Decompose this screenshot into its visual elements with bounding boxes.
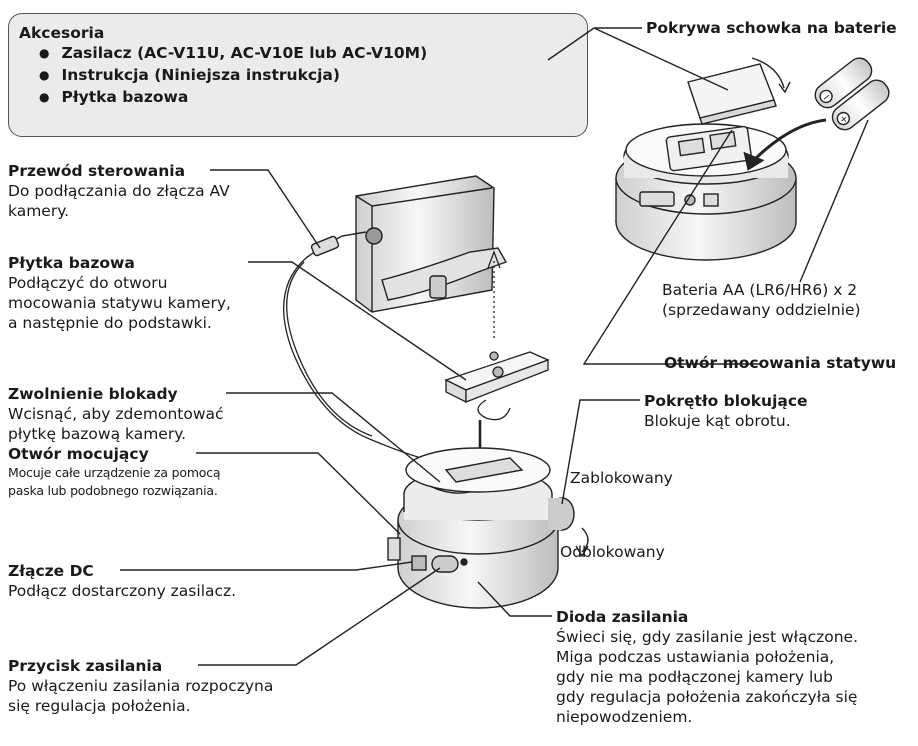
label-power-led-desc-5: niepowodzeniem. bbox=[556, 708, 693, 726]
label-control-cable-desc-2: kamery. bbox=[8, 202, 70, 220]
label-lock-knob: Pokrętło blokujące Blokuje kąt obrotu. bbox=[644, 391, 808, 431]
accessory-item-adapter: Zasilacz (AC-V11U, AC-V10E lub AC-V10M) bbox=[39, 43, 587, 65]
label-power-button: Przycisk zasilania Po włączeniu zasilani… bbox=[8, 656, 273, 716]
label-dc-jack: Złącze DC Podłącz dostarczony zasilacz. bbox=[8, 561, 236, 601]
label-unlocked: Odblokowany bbox=[560, 543, 665, 561]
pan-base-illustration bbox=[387, 447, 589, 609]
label-control-cable-desc-1: Do podłączania do złącza AV bbox=[8, 182, 230, 200]
label-base-plate-desc-3: a następnie do podstawki. bbox=[8, 314, 212, 332]
label-power-button-desc-1: Po włączeniu zasilania rozpoczyna bbox=[8, 677, 274, 695]
label-battery-desc-1: Bateria AA (LR6/HR6) x 2 bbox=[662, 281, 858, 299]
control-cable-illustration bbox=[283, 231, 437, 463]
label-battery-cover-title: Pokrywa schowka na baterie bbox=[646, 19, 897, 37]
accessory-item-base-plate: Płytka bazowa bbox=[39, 87, 587, 109]
label-power-led-title: Dioda zasilania bbox=[556, 608, 689, 626]
label-power-led-desc-4: gdy regulacja położenia zakończyła się bbox=[556, 688, 858, 706]
label-power-led-desc-2: Miga podczas ustawiania położenia, bbox=[556, 648, 835, 666]
label-power-button-title: Przycisk zasilania bbox=[8, 657, 163, 675]
accessories-box: Akcesoria Zasilacz (AC-V11U, AC-V10E lub… bbox=[8, 13, 588, 137]
label-control-cable: Przewód sterowania Do podłączania do złą… bbox=[8, 161, 230, 221]
label-power-led-desc-1: Świeci się, gdy zasilanie jest włączone. bbox=[556, 628, 859, 646]
battery-compartment-illustration: − + bbox=[615, 57, 890, 261]
label-battery-cover: Pokrywa schowka na baterie bbox=[646, 18, 897, 38]
label-battery-desc-2: (sprzedawany oddzielnie) bbox=[662, 301, 861, 319]
label-power-led: Dioda zasilania Świeci się, gdy zasilani… bbox=[556, 607, 858, 727]
label-lock-knob-desc-1: Blokuje kąt obrotu. bbox=[644, 412, 791, 430]
label-base-plate-desc-2: mocowania statywu kamery, bbox=[8, 294, 231, 312]
label-battery: Bateria AA (LR6/HR6) x 2 (sprzedawany od… bbox=[662, 280, 861, 320]
label-lock-release-desc-2: płytkę bazową kamery. bbox=[8, 425, 187, 443]
accessories-list: Zasilacz (AC-V11U, AC-V10E lub AC-V10M) … bbox=[19, 43, 587, 109]
label-lock-release-title: Zwolnienie blokady bbox=[8, 385, 178, 403]
label-mount-hole: Otwór mocujący Mocuje całe urządzenie za… bbox=[8, 444, 221, 500]
label-base-plate-desc-1: Podłączyć do otworu bbox=[8, 274, 168, 292]
label-tripod-hole: Otwór mocowania statywu bbox=[664, 353, 896, 373]
label-power-button-desc-2: się regulacja położenia. bbox=[8, 697, 191, 715]
label-mount-hole-title: Otwór mocujący bbox=[8, 445, 149, 463]
camera-illustration bbox=[355, 175, 508, 313]
accessories-title: Akcesoria bbox=[19, 24, 105, 42]
label-lock-release: Zwolnienie blokady Wcisnąć, aby zdemonto… bbox=[8, 384, 224, 444]
label-lock-release-desc-1: Wcisnąć, aby zdemontować bbox=[8, 405, 224, 423]
label-control-cable-title: Przewód sterowania bbox=[8, 162, 186, 180]
label-power-led-desc-3: gdy nie ma podłączonej kamery lub bbox=[556, 668, 833, 686]
label-dc-jack-title: Złącze DC bbox=[8, 562, 94, 580]
label-mount-hole-desc-2: paska lub podobnego rozwiązania. bbox=[8, 483, 218, 498]
label-locked: Zablokowany bbox=[570, 469, 673, 487]
label-tripod-hole-title: Otwór mocowania statywu bbox=[664, 354, 897, 372]
accessory-item-manual: Instrukcja (Niniejsza instrukcja) bbox=[39, 65, 587, 87]
label-lock-knob-title: Pokrętło blokujące bbox=[644, 392, 808, 410]
label-dc-jack-desc-1: Podłącz dostarczony zasilacz. bbox=[8, 582, 237, 600]
label-mount-hole-desc-1: Mocuje całe urządzenie za pomocą bbox=[8, 465, 221, 480]
leader-lines bbox=[120, 27, 869, 666]
label-base-plate: Płytka bazowa Podłączyć do otworu mocowa… bbox=[8, 253, 231, 333]
label-base-plate-title: Płytka bazowa bbox=[8, 254, 135, 272]
